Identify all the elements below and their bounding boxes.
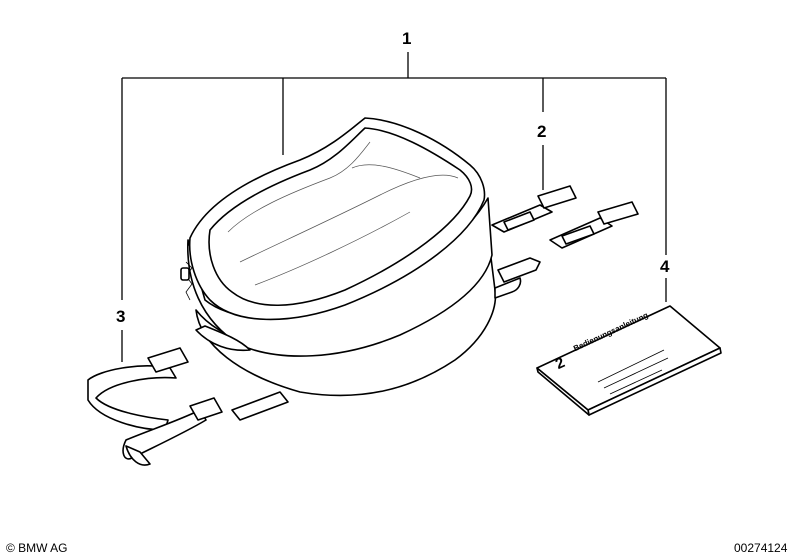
callout-4: 4 — [660, 257, 670, 276]
drawing-number: 00274124 — [734, 541, 788, 555]
copyright-label: © BMW AG — [6, 541, 68, 555]
straps-part-2 — [491, 185, 639, 283]
callout-2: 2 — [537, 122, 547, 141]
harness-part-3 — [87, 347, 289, 466]
tank-bag — [180, 117, 522, 397]
callout-3: 3 — [116, 307, 126, 326]
callout-1: 1 — [402, 29, 412, 48]
manual-booklet — [536, 305, 722, 416]
leader-lines — [121, 52, 667, 362]
